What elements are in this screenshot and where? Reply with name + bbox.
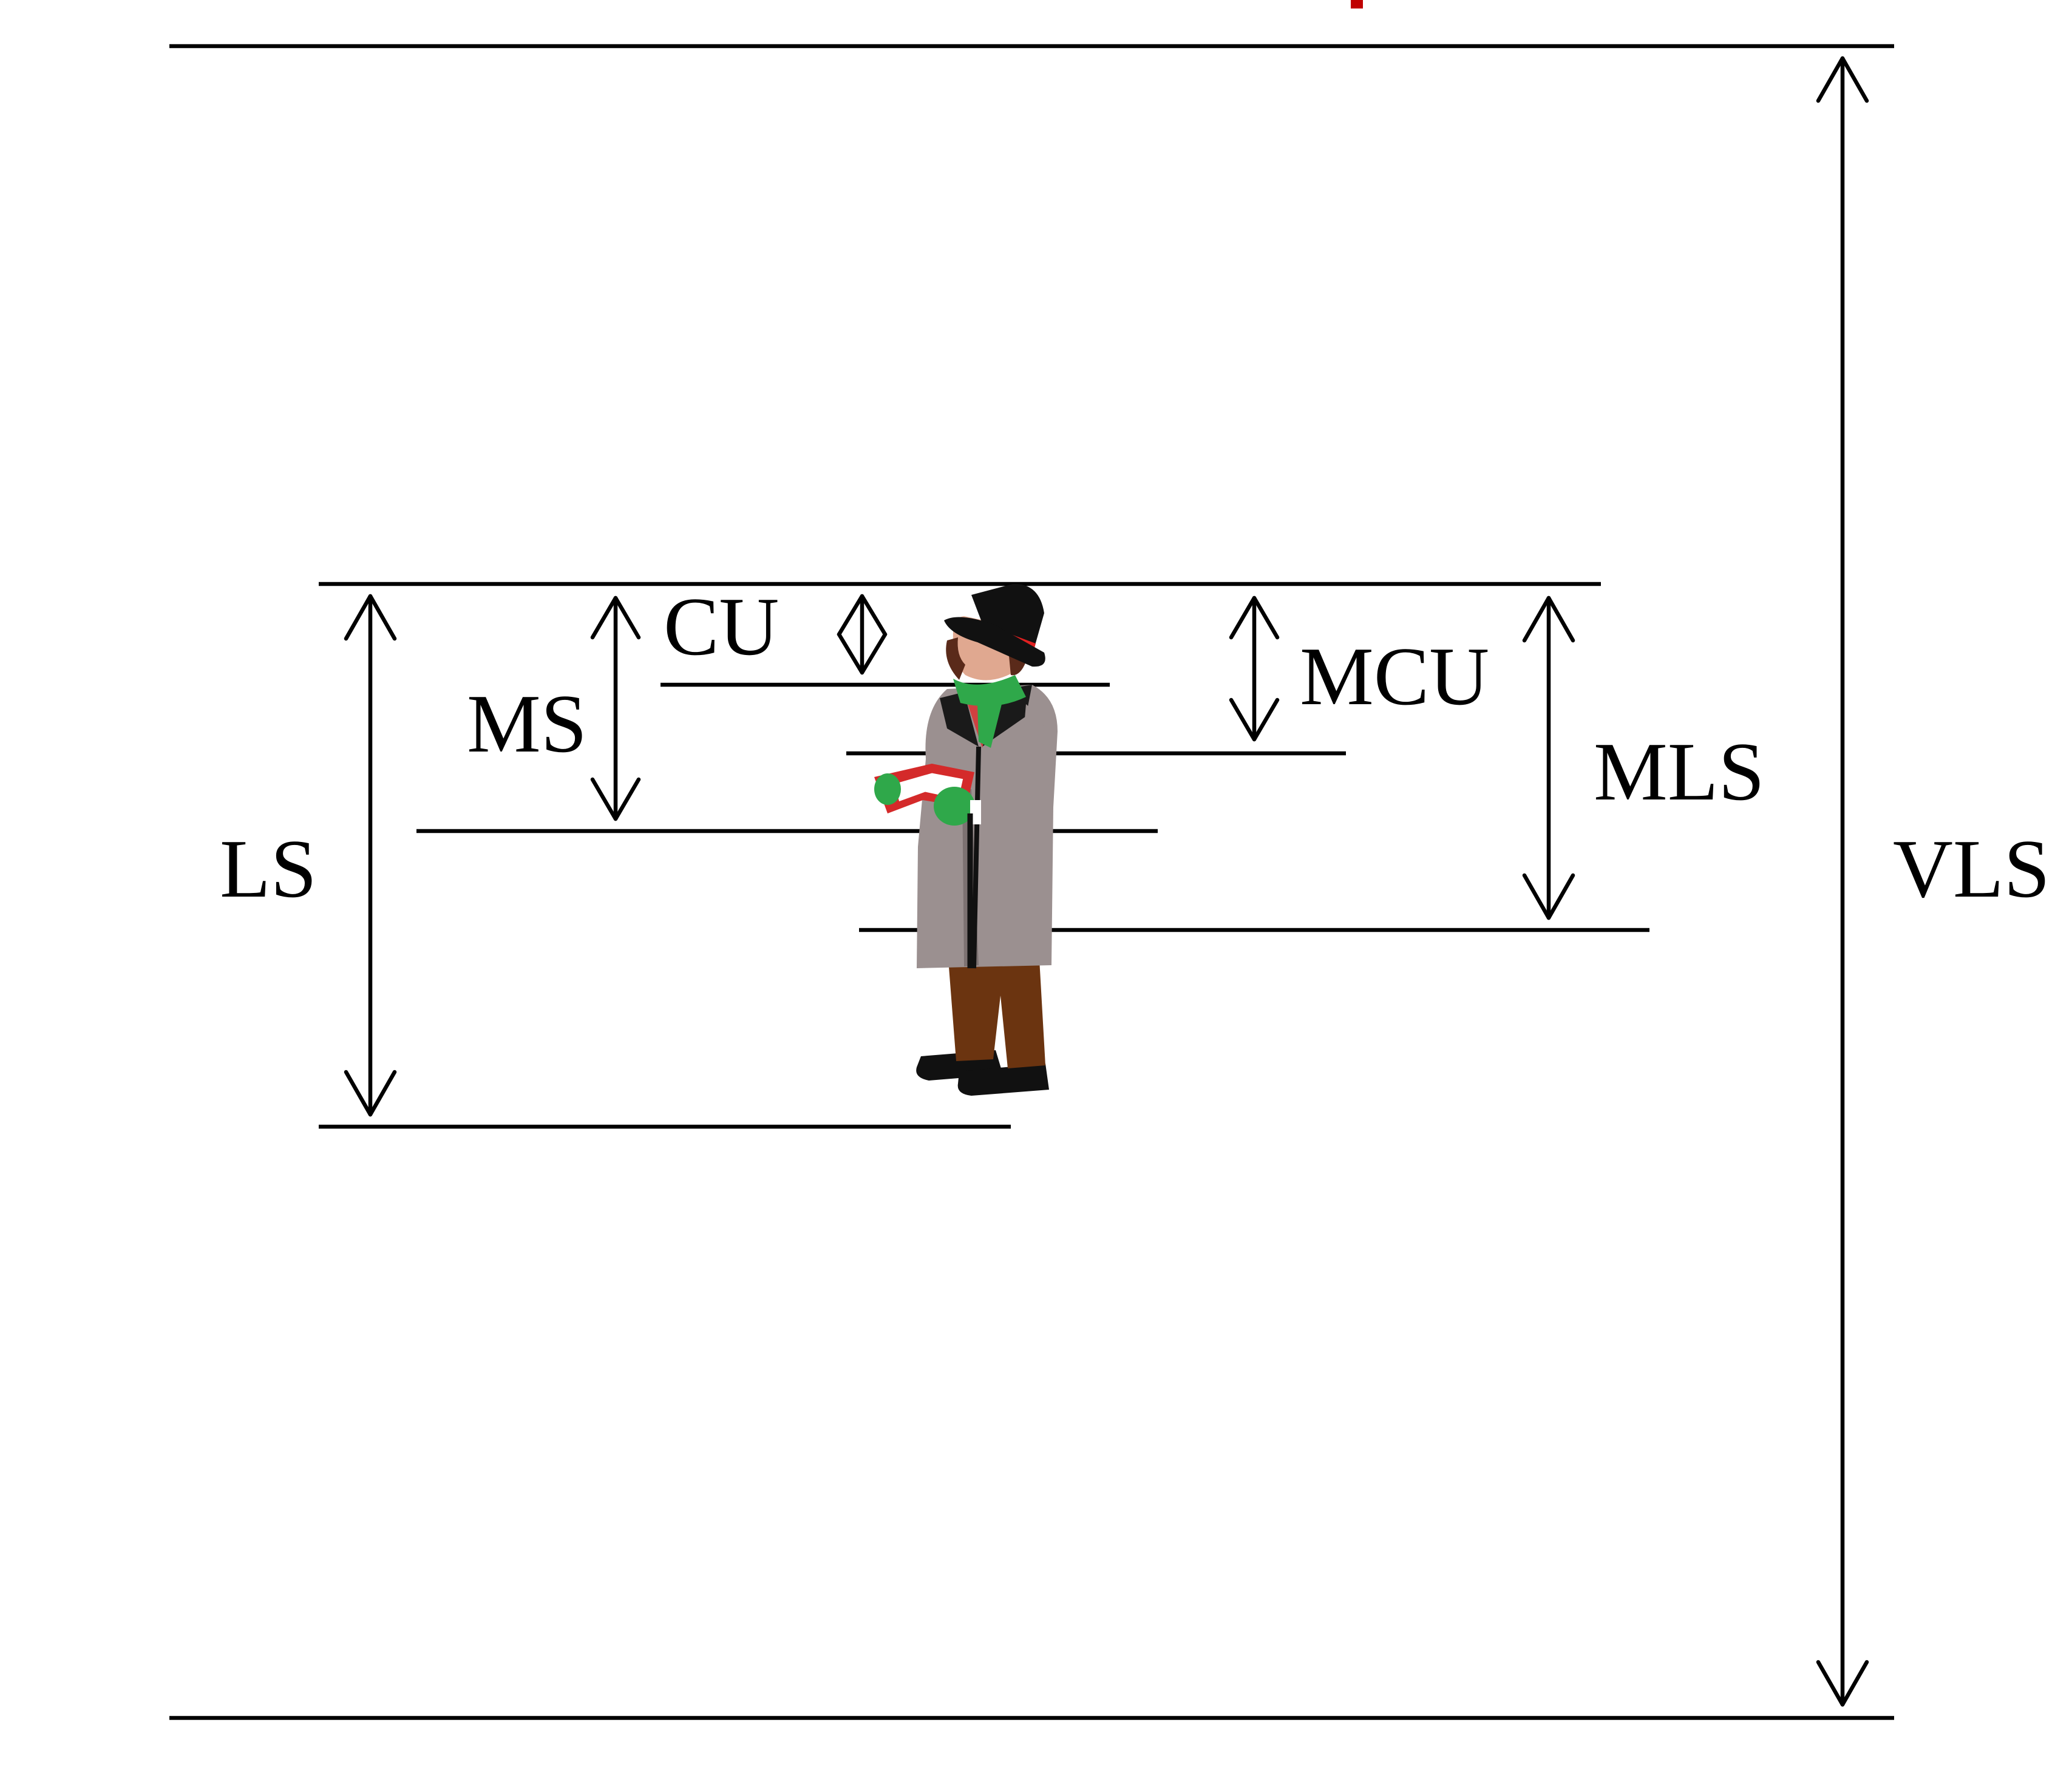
coat-arm [996,704,1051,816]
scarf-end [977,704,1002,748]
title-fragment [1351,0,1363,8]
mls-arrow [1522,596,1575,920]
mcu-arrow [1229,596,1280,742]
label-mcu: MCU [1300,630,1489,722]
sideburns [946,637,965,680]
coat-collar [940,692,979,747]
man-in-top-hat-reading-book-icon [874,583,1058,1096]
hat-crown [971,583,1044,656]
label-cu: CU [664,580,779,673]
coat-front-line [971,746,981,969]
hat-brim [944,617,1045,667]
vls-arrow [1816,56,1869,1707]
right-glove [934,787,975,826]
title-fragment-mark [1351,0,1363,8]
label-mls: MLS [1594,725,1765,818]
right-shoe [957,1064,1049,1096]
ms-arrow [590,596,641,821]
left-glove [874,773,901,805]
scarf [953,675,1026,707]
label-ms: MS [467,677,587,770]
label-ls: LS [220,823,317,915]
cu-arrow [837,594,888,675]
ls-arrow [344,594,397,1117]
label-vls: VLS [1893,823,2050,915]
trousers [948,959,1045,1068]
